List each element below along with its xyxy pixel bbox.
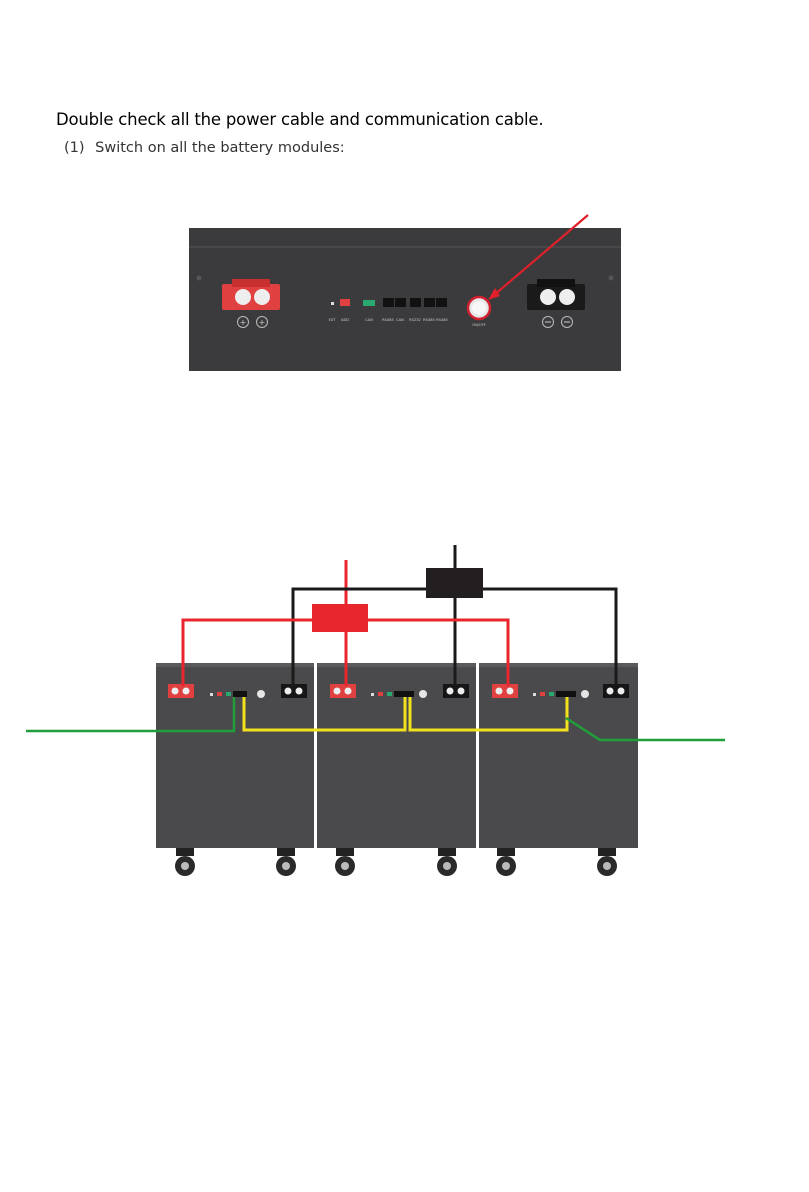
terminal-bolt [334, 688, 341, 695]
rj45-port-1 [383, 298, 394, 307]
module-switch [257, 690, 265, 698]
rj45-port-5 [436, 298, 447, 307]
module-dip [217, 692, 222, 696]
terminal-bolt [607, 688, 614, 695]
wiring-diagram [26, 545, 725, 876]
battery-module-2 [317, 663, 476, 876]
module-can [549, 692, 554, 696]
positive-terminal-bolt-1 [235, 289, 251, 305]
caster-wheel-right [276, 848, 296, 876]
positive-symbol-glyph: + [240, 318, 247, 327]
cabinet-top-edge [156, 663, 314, 667]
port-label: CAN [396, 318, 404, 322]
terminal-bolt [447, 688, 454, 695]
power-switch-face [472, 301, 486, 315]
caster-wheel-left [175, 848, 195, 876]
battery-module-3 [479, 663, 638, 876]
module-port [533, 693, 536, 696]
panel-screw-left [197, 276, 202, 281]
cabinet-top-edge [479, 663, 638, 667]
terminal-bolt [172, 688, 179, 695]
negative-terminal-bolt-1 [540, 289, 556, 305]
module-rj45 [233, 691, 247, 697]
module-can [226, 692, 231, 696]
module-port [210, 693, 213, 696]
terminal-bolt [496, 688, 503, 695]
power-switch-label: ON/OFF [472, 323, 486, 327]
positive-symbol-glyph: + [259, 318, 266, 327]
terminal-bolt [507, 688, 514, 695]
module-switch [419, 690, 427, 698]
cabinet-top-edge [317, 663, 476, 667]
port-label: RS485 [423, 318, 435, 322]
caster-wheel-right [597, 848, 617, 876]
rj45-port-4 [424, 298, 435, 307]
caster-wheel-left [335, 848, 355, 876]
module-dip [378, 692, 383, 696]
module-can [387, 692, 392, 696]
terminal-bolt [458, 688, 465, 695]
port-label: ADD [341, 318, 349, 322]
port-label: RS485 [382, 318, 394, 322]
rj45-port-2 [395, 298, 406, 307]
positive-terminal-bolt-2 [254, 289, 270, 305]
module-switch [581, 690, 589, 698]
negative-terminal-top [537, 279, 575, 287]
port-label: RS232 [409, 318, 421, 322]
port-label: RS485 [436, 318, 448, 322]
negative-busbar-box [426, 568, 483, 598]
module-rj45 [556, 691, 576, 697]
positive-busbar-box [312, 604, 368, 632]
battery-module-1 [156, 663, 314, 876]
positive-terminal-top [232, 279, 270, 287]
add-dip-switch [340, 299, 350, 306]
panel-screw-right [609, 276, 614, 281]
port-label: CAN [365, 318, 373, 322]
ext-port [331, 302, 334, 305]
terminal-bolt [183, 688, 190, 695]
caster-wheel-left [496, 848, 516, 876]
caster-wheel-right [437, 848, 457, 876]
terminal-bolt [618, 688, 625, 695]
terminal-bolt [345, 688, 352, 695]
module-rj45 [394, 691, 414, 697]
can-green-port [363, 300, 375, 306]
rj45-port-3 [410, 298, 421, 307]
module-dip [540, 692, 545, 696]
negative-terminal-bolt-2 [559, 289, 575, 305]
terminal-bolt [296, 688, 303, 695]
battery-front-panel: + + EXT ADD CAN RS485 CAN RS232 RS485 RS… [189, 228, 621, 371]
port-label: EXT [329, 318, 337, 322]
terminal-bolt [285, 688, 292, 695]
module-port [371, 693, 374, 696]
